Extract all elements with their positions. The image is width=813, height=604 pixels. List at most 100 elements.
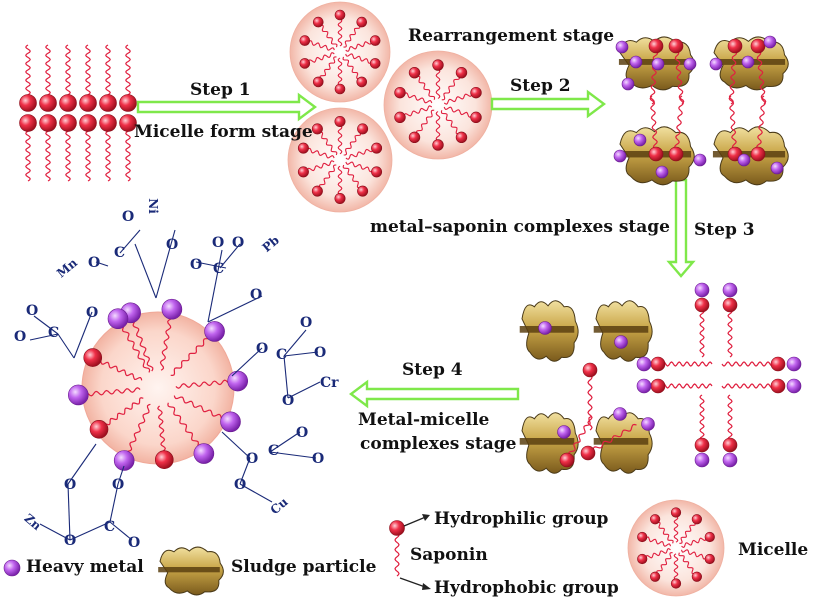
rearrange-tail-0 [649, 45, 659, 105]
bilayer-bottom-1-head [39, 114, 57, 132]
step-2-label: Step 2 [510, 76, 571, 96]
rearrange-metal-2 [621, 77, 635, 91]
legend-micelle-swatch-head-5 [670, 578, 682, 589]
coordination-bond-9 [33, 315, 59, 335]
bilayer-bottom-0-head [19, 114, 37, 132]
complex-vtop-tail-1 [727, 304, 733, 358]
rearrange-tail-3 [755, 45, 767, 105]
big-micelle-tail-3 [175, 378, 239, 389]
bilayer-bottom-2-tail [65, 122, 71, 182]
step-1-label: Step 1 [190, 80, 251, 100]
micelle-right-tail-9 [413, 72, 436, 100]
micelle-top-head-9 [312, 16, 324, 28]
micelle-top-head-8 [299, 35, 311, 46]
big-micelle-tail-4 [173, 395, 232, 422]
rearrange-metal-11 [737, 153, 751, 167]
coordination-bond-8 [57, 333, 75, 359]
rearrange-metal-0 [615, 40, 629, 54]
complex-vbot-tail-0 [699, 394, 705, 446]
coordination-bond-10 [29, 333, 59, 341]
big-micelle-head-6 [154, 450, 174, 470]
big-micelle-metal-7 [113, 450, 135, 471]
micelle-top-head-0 [334, 9, 346, 21]
micelle-right-head-0 [432, 59, 444, 71]
legend-micelle-swatch-tail-7 [641, 547, 671, 561]
rearrange-metal-4 [683, 57, 697, 71]
bilayer-bottom-4-tail [105, 122, 111, 182]
rearrange-metal-8 [613, 149, 627, 163]
bilayer-top-4-head [99, 94, 117, 112]
complex-hright-metal-0 [786, 356, 802, 372]
micelle-top-tail-9 [317, 21, 338, 48]
micelle-top-head-7 [299, 58, 311, 69]
micelle-bottom-head-8 [297, 142, 309, 154]
bilayer-top-5-head [119, 94, 137, 112]
bilayer-top-5-tail [125, 44, 131, 104]
big-micelle-metal-2 [204, 321, 225, 342]
legend-heavy-metal-label: Heavy metal [26, 557, 144, 577]
complex-loose-3-head [580, 445, 596, 461]
big-micelle-head-10 [83, 348, 103, 367]
rearrange-metal-3 [651, 57, 665, 71]
big-micelle-metal-5 [193, 443, 215, 464]
micelle-top-head-5 [334, 83, 346, 95]
big-micelle-metal-3 [227, 370, 248, 392]
chem-o-cu-4: O [234, 477, 247, 493]
legend-micelle-swatch-tail-2 [681, 535, 711, 549]
micelle-top-body [289, 1, 391, 103]
chem-o-zn-2: O [64, 477, 77, 493]
chem-o-ni-3: O [88, 255, 101, 271]
rearrange-head-0 [648, 38, 664, 54]
coordination-bond-24 [109, 521, 133, 541]
rearrange-metal-10 [693, 153, 707, 167]
chem-o-cu-1: O [296, 425, 309, 441]
coordination-bond-18 [269, 431, 301, 453]
sludge-bottom-right-band [712, 151, 786, 158]
complex-vbot-head-1 [722, 437, 738, 453]
complex-hright-metal-1 [786, 378, 802, 394]
bilayer-top-0-head [19, 94, 37, 112]
micelle-top-tail-0 [337, 14, 343, 47]
complex-hleft-tail-1 [657, 383, 713, 389]
complex-metal-2 [614, 335, 628, 349]
micelle-right-tail-7 [399, 105, 433, 119]
micelle-top-tail-2 [345, 38, 376, 52]
chem-o-cr-1: O [300, 315, 313, 331]
coordination-bond-16 [287, 381, 321, 399]
chem-o-mn-2: O [14, 329, 27, 345]
micelle-top-tail-4 [342, 56, 363, 83]
big-micelle-metal-1 [161, 298, 183, 320]
chem-c-mn: C [48, 325, 60, 341]
rearrange-metal-13 [633, 133, 647, 147]
chem-o-ni-1: O [122, 209, 135, 225]
legend-hydrophilic-arrowhead [422, 514, 430, 521]
coordination-bond-21 [239, 483, 273, 503]
bilayer-top-4-tail [105, 44, 111, 104]
rearrange-tail-4 [649, 95, 659, 155]
coordination-bond-27 [67, 483, 71, 541]
legend-micelle-swatch-tail-8 [641, 536, 672, 547]
complex-hleft-tail-0 [657, 361, 713, 367]
complex-vtop-tail-0 [699, 304, 705, 358]
complex-loose-3-tail [587, 423, 637, 455]
legend-micelle-swatch-head-0 [670, 507, 682, 518]
micelle-right-tail-6 [414, 109, 435, 138]
complex-metal-1 [538, 321, 552, 335]
complex-hright-tail-0 [721, 361, 779, 367]
legend-micelle-swatch-body [627, 499, 725, 597]
step-3-label: Step 3 [694, 220, 755, 240]
micelle-right-head-5 [432, 139, 444, 151]
big-micelle-tail-9 [77, 387, 141, 398]
micelle-right-tail-1 [441, 72, 462, 101]
complex-hleft-metal-0 [636, 356, 652, 372]
complex-hleft-metal-1 [636, 378, 652, 394]
chem-c-zn: C [104, 519, 116, 535]
legend-micelle-swatch-head-9 [650, 514, 661, 525]
micelle-top-head-6 [312, 76, 324, 88]
bilayer-bottom-2-head [59, 114, 77, 132]
micelle-right-head-4 [455, 131, 468, 144]
complex-vtop-metal-1 [722, 282, 738, 298]
legend-sludge-swatch [158, 546, 224, 596]
legend-saponin-swatch-head [389, 520, 405, 536]
